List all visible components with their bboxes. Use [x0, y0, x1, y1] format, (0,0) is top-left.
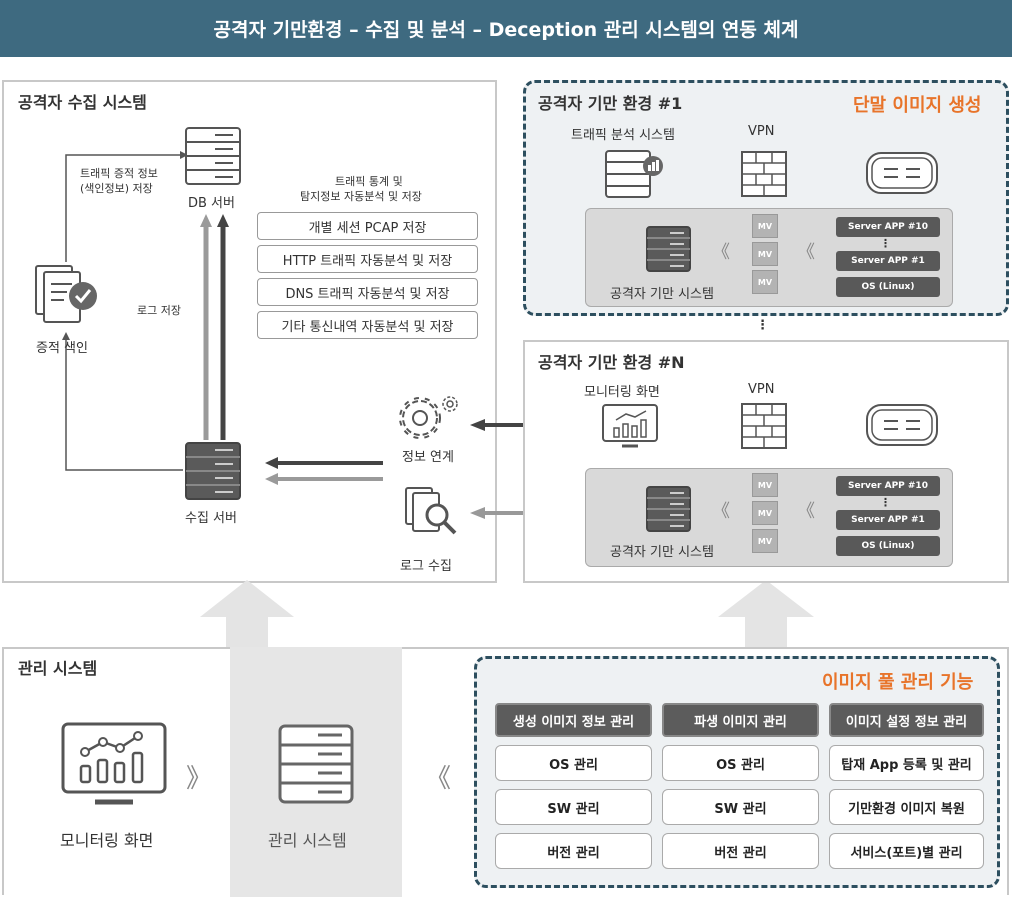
chevron-left-icon: 《 [797, 501, 815, 522]
router-icon [866, 404, 938, 446]
vertical-ellipsis: ⋮ [880, 237, 891, 250]
traffic-evidence-note-1: 트래픽 증적 정보 [80, 167, 158, 180]
app-pill: Server APP #1 [836, 251, 940, 271]
version-manage-button[interactable]: 버전 관리 [662, 833, 819, 869]
mgmt-system-label: 관리 시스템 [268, 831, 347, 850]
image-pool-title: 이미지 풀 관리 기능 [822, 672, 974, 693]
mgmt-monitor-label: 모니터링 화면 [60, 831, 154, 850]
chevron-left-icon: 《 [797, 242, 815, 263]
traffic-evidence-note-2: (색인정보) 저장 [80, 182, 153, 195]
process-http: HTTP 트래픽 자동분석 및 저장 [257, 245, 478, 273]
mv-block: MV [752, 501, 778, 525]
gear-icon [399, 396, 458, 439]
app-pill: Server APP #10 [836, 476, 940, 496]
envN-vpn-label: VPN [748, 382, 775, 397]
firewall-icon [741, 403, 787, 449]
process-dns: DNS 트래픽 자동분석 및 저장 [257, 278, 478, 306]
os-manage-button[interactable]: OS 관리 [495, 745, 652, 781]
log-collect-label: 로그 수집 [400, 559, 452, 574]
db-server-icon [185, 127, 241, 185]
os-manage-button[interactable]: OS 관리 [662, 745, 819, 781]
document-check-icon [35, 265, 97, 323]
os-pill: OS (Linux) [836, 277, 940, 297]
app-pill: Server APP #1 [836, 510, 940, 530]
chevron-left-icon: 《 [712, 501, 730, 522]
sw-manage-button[interactable]: SW 관리 [662, 789, 819, 825]
env1-deception-server-icon [646, 226, 691, 272]
sw-manage-button[interactable]: SW 관리 [495, 789, 652, 825]
process-pcap: 개별 세션 PCAP 저장 [257, 212, 478, 240]
collect-server-icon [185, 442, 241, 500]
monitor-chart-icon [602, 404, 658, 448]
log-save-label: 로그 저장 [137, 304, 181, 317]
envN-title: 공격자 기만 환경 #N [538, 353, 685, 372]
mv-block: MV [752, 242, 778, 266]
chevron-left-icon: 《 [425, 764, 452, 794]
mv-block: MV [752, 214, 778, 238]
header-created-image: 생성 이미지 정보 관리 [495, 703, 652, 737]
version-manage-button[interactable]: 버전 관리 [495, 833, 652, 869]
chevron-left-icon: 《 [712, 242, 730, 263]
chevron-right-icon: 》 [186, 764, 213, 794]
header-derived-image: 파생 이미지 관리 [662, 703, 819, 737]
management-server-icon [278, 724, 354, 804]
management-title: 관리 시스템 [18, 659, 98, 678]
envN-deception-server-icon [646, 486, 691, 532]
db-server-label: DB 서버 [188, 196, 235, 211]
diagram-title: 공격자 기만환경 – 수집 및 분석 – Deception 관리 시스템의 연… [0, 0, 1012, 57]
image-restore-button[interactable]: 기만환경 이미지 복원 [829, 789, 984, 825]
env-vertical-ellipsis: ⋮ [756, 318, 769, 333]
traffic-server-icon [605, 150, 663, 198]
mv-block: MV [752, 529, 778, 553]
app-pill: Server APP #10 [836, 217, 940, 237]
vertical-ellipsis: ⋮ [880, 496, 891, 509]
router-icon [866, 152, 938, 194]
port-manage-button[interactable]: 서비스(포트)별 관리 [829, 833, 984, 869]
env1-deception-label: 공격자 기만 시스템 [610, 287, 714, 302]
monitor-chart-icon [61, 722, 167, 805]
collect-server-label: 수집 서버 [185, 511, 237, 526]
envN-monitor-label: 모니터링 화면 [584, 385, 660, 400]
terminal-image-badge: 단말 이미지 생성 [853, 95, 982, 116]
os-pill: OS (Linux) [836, 536, 940, 556]
process-other: 기타 통신내역 자동분석 및 저장 [257, 311, 478, 339]
app-register-button[interactable]: 탑재 App 등록 및 관리 [829, 745, 984, 781]
mv-block: MV [752, 270, 778, 294]
info-link-label: 정보 연계 [402, 450, 454, 465]
traffic-system-label: 트래픽 분석 시스템 [571, 128, 675, 143]
envN-deception-label: 공격자 기만 시스템 [610, 545, 714, 560]
traffic-stats-note-1: 트래픽 통계 및 [335, 175, 403, 188]
collection-system-title: 공격자 수집 시스템 [18, 93, 147, 112]
document-search-icon [405, 487, 457, 535]
header-image-settings: 이미지 설정 정보 관리 [829, 703, 984, 737]
env1-vpn-label: VPN [748, 124, 775, 139]
traffic-stats-note-2: 탐지정보 자동분석 및 저장 [300, 190, 422, 203]
evidence-index-label: 증적 색인 [36, 341, 88, 356]
env1-title: 공격자 기만 환경 #1 [538, 94, 683, 113]
firewall-icon [741, 151, 787, 197]
mv-block: MV [752, 473, 778, 497]
